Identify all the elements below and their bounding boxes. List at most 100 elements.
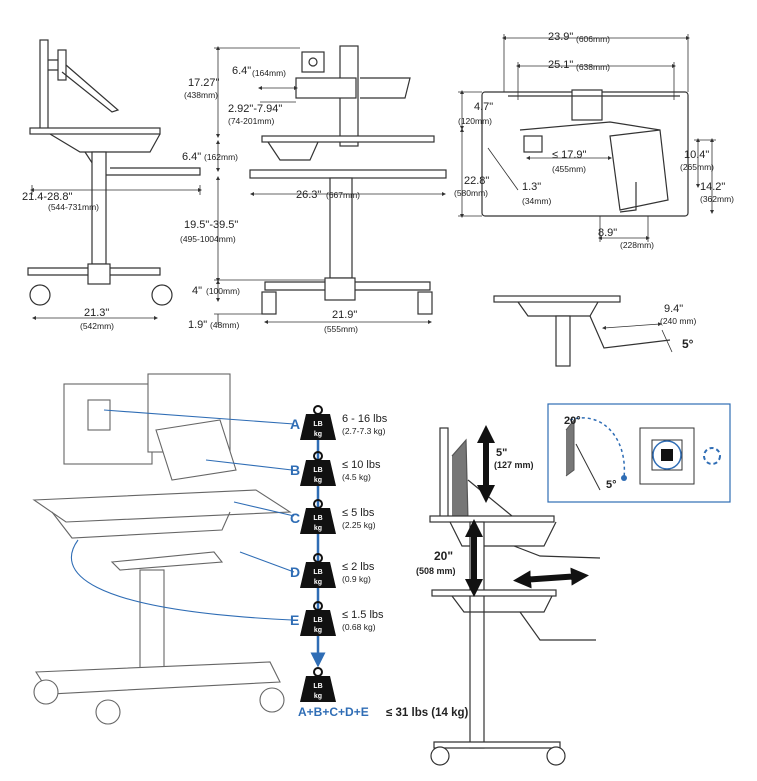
side-dim-lines <box>30 185 202 320</box>
work-w-in: 26.3" <box>296 189 321 201</box>
weight-icon <box>300 562 336 588</box>
weight-icon-kg: kg <box>314 477 322 484</box>
monitor-adj-mm: (74-201mm) <box>228 116 274 126</box>
weight-icon-kg: kg <box>314 627 322 634</box>
top-w2-in: 25.1" <box>548 59 573 71</box>
weight-lbs: ≤ 1.5 lbs <box>342 609 384 621</box>
weight-icon <box>300 508 336 534</box>
weight-kg: (2.25 kg) <box>342 520 376 530</box>
kb-drop-in: 6.4" <box>182 151 201 163</box>
height-range-in: 19.5"-39.5" <box>184 219 238 231</box>
weight-handle-icon <box>313 553 323 563</box>
caster-h-mm: (48mm) <box>210 320 239 330</box>
total-formula: A+B+C+D+E <box>298 705 369 719</box>
weight-icon-kg: kg <box>314 579 322 586</box>
monitor-h-mm: (438mm) <box>184 90 218 100</box>
weight-row: C LB kg ≤ 5 lbs(2.25 kg) <box>290 499 376 534</box>
tray-dim-lines <box>602 322 673 353</box>
top-offset-mm: (120mm) <box>458 116 492 126</box>
iso-cart-view <box>32 373 292 725</box>
lift-small-mm: (127 mm) <box>494 460 534 470</box>
top-w-in: 23.9" <box>548 31 573 43</box>
weight-icon <box>300 414 336 440</box>
weight-kg: (2.7-7.3 kg) <box>342 426 386 436</box>
monitor-w-in: 6.4" <box>232 65 251 77</box>
tray-ext-in: 9.4" <box>664 303 683 315</box>
front-dim-lines <box>214 46 446 325</box>
weight-lbs: ≤ 10 lbs <box>342 459 381 471</box>
weight-handle-icon <box>313 451 323 461</box>
tray-tilt: 5° <box>682 337 694 351</box>
base-w-in: 21.9" <box>332 309 357 321</box>
weight-total-lb: LB <box>313 683 322 690</box>
side-base-in: 21.3" <box>84 307 109 319</box>
weight-handle-icon <box>313 601 323 611</box>
inset-angle-bottom: 5° <box>606 479 617 491</box>
top-kb-in: ≤ 17.9" <box>552 149 587 161</box>
weight-letter: A <box>290 416 300 432</box>
weight-handle-icon <box>313 405 323 415</box>
top-r2-mm: (362mm) <box>700 194 734 204</box>
iso-pointer-lines <box>70 409 295 621</box>
top-small-in: 1.3" <box>522 181 541 193</box>
inset-angle-top: 20° <box>564 415 581 427</box>
top-bottom-mm: (228mm) <box>620 240 654 250</box>
lift-big-mm: (508 mm) <box>416 566 456 576</box>
top-dim-lines <box>458 34 716 242</box>
top-kb-mm: (455mm) <box>552 164 586 174</box>
kb-drop-mm: (162mm) <box>204 152 238 162</box>
lift-big-in: 20" <box>434 549 453 563</box>
side-depth-in: 21.4-28.8" <box>22 191 72 203</box>
weight-icon-lb: LB <box>313 421 322 428</box>
front-view <box>249 45 447 315</box>
monitor-w-mm: (164mm) <box>252 68 286 78</box>
weight-icon-lb: LB <box>313 617 322 624</box>
weight-letter: E <box>290 612 299 628</box>
top-small-mm: (34mm) <box>522 196 551 206</box>
top-r1-mm: (265mm) <box>680 162 714 172</box>
total-value: ≤ 31 lbs (14 kg) <box>386 707 469 719</box>
top-w-mm: (606mm) <box>576 34 610 44</box>
weight-icon <box>300 460 336 486</box>
weight-lbs: ≤ 5 lbs <box>342 507 375 519</box>
weight-lbs: 6 - 16 lbs <box>342 413 388 425</box>
base-w-mm: (555mm) <box>324 324 358 334</box>
lift-small-in: 5" <box>496 447 507 459</box>
monitor-adj-in: 2.92"-7.94" <box>228 103 282 115</box>
weight-letter: B <box>290 462 300 478</box>
weight-icon <box>300 610 336 636</box>
base-h-in: 4" <box>192 285 202 297</box>
weight-icon-kg: kg <box>314 525 322 532</box>
top-r1-in: 10.4" <box>684 149 709 161</box>
lift-arrows <box>465 425 589 597</box>
weight-lbs: ≤ 2 lbs <box>342 561 375 573</box>
side-base-mm: (542mm) <box>80 321 114 331</box>
weight-icon-lb: LB <box>313 569 322 576</box>
monitor-h-in: 17.27" <box>188 77 220 89</box>
weight-kg: (4.5 kg) <box>342 472 371 482</box>
weight-handle-icon <box>313 499 323 509</box>
top-bottom-in: 8.9" <box>598 227 617 239</box>
height-range-mm: (495-1004mm) <box>180 234 236 244</box>
weight-letter: C <box>290 510 300 526</box>
top-view <box>481 89 689 217</box>
top-offset-in: 4.7" <box>474 101 493 113</box>
caster-h-in: 1.9" <box>188 319 207 331</box>
weight-icon-kg: kg <box>314 431 322 438</box>
weight-kg: (0.68 kg) <box>342 622 376 632</box>
top-w2-mm: (638mm) <box>576 62 610 72</box>
weight-row: E LB kg ≤ 1.5 lbs(0.68 kg) <box>290 601 384 636</box>
rotation-inset <box>547 403 731 503</box>
weight-row: A LB kg 6 - 16 lbs(2.7-7.3 kg) <box>290 405 388 440</box>
weight-total-kg: kg <box>314 693 322 700</box>
tray-tilt-view <box>493 295 671 367</box>
weight-total-icon: LB kg <box>300 667 336 702</box>
top-depth-mm: (580mm) <box>454 188 488 198</box>
work-w-mm: (667mm) <box>326 190 360 200</box>
weight-icon-lb: LB <box>313 515 322 522</box>
tray-ext-mm: (240 mm) <box>660 316 697 326</box>
side-depth-mm: (544-731mm) <box>48 202 99 212</box>
